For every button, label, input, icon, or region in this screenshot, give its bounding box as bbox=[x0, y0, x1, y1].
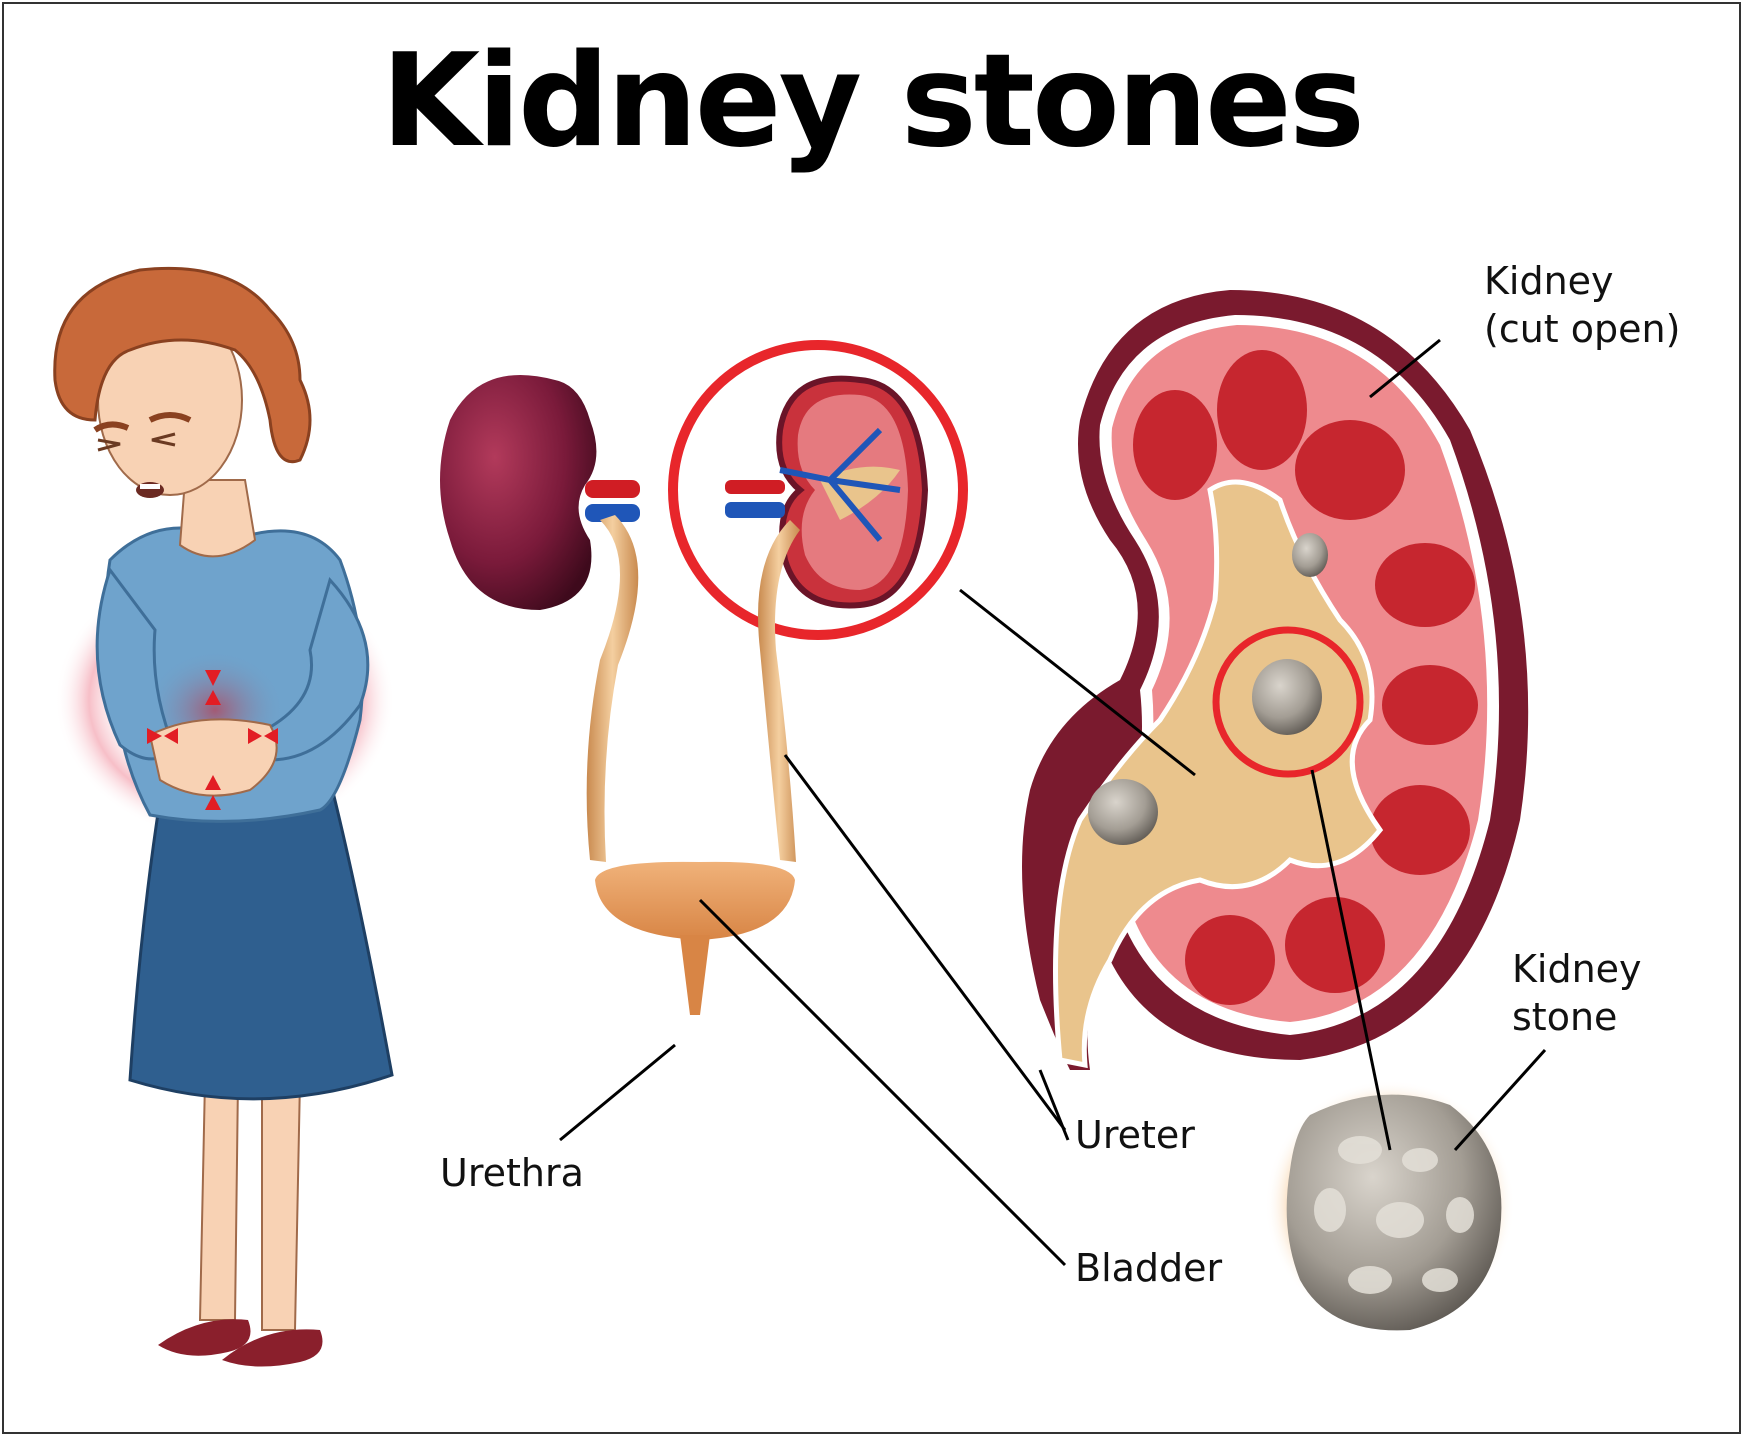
leader-urethra bbox=[559, 1043, 676, 1142]
hands bbox=[148, 718, 278, 797]
stone-small bbox=[1292, 533, 1328, 577]
label-kidney-stone-line1: Kidney bbox=[1512, 947, 1642, 991]
kidney-section-large bbox=[1022, 290, 1529, 1070]
label-bladder: Bladder bbox=[1075, 1246, 1223, 1290]
highlight-circle-small bbox=[1212, 626, 1364, 778]
stone-in-ureter bbox=[1088, 779, 1158, 845]
stone-medium bbox=[1252, 659, 1322, 735]
right-ureter bbox=[758, 520, 800, 862]
kidney-exterior bbox=[440, 375, 640, 862]
kidney-section-small bbox=[668, 340, 968, 862]
kidney-stone-closeup bbox=[1265, 1080, 1515, 1331]
leader-zoom-connector bbox=[959, 588, 1196, 777]
urethra-tube bbox=[680, 935, 710, 1015]
left-ureter bbox=[586, 515, 639, 862]
leader-kidney-cut-open bbox=[1369, 338, 1441, 399]
label-kidney-cut-open: Kidney (cut open) bbox=[1484, 258, 1680, 353]
bladder bbox=[595, 861, 795, 1015]
label-kidney-stone-line2: stone bbox=[1512, 994, 1618, 1039]
page-title: Kidney stones bbox=[380, 27, 1365, 176]
leader-ureter-right bbox=[1038, 1069, 1070, 1141]
leader-lines bbox=[559, 338, 1547, 1267]
pain-arrows bbox=[147, 670, 278, 810]
hair bbox=[53, 266, 312, 463]
label-kidney-cut-open-line2: (cut open) bbox=[1484, 306, 1681, 351]
leader-bladder bbox=[698, 898, 1067, 1267]
leader-kidney-stone bbox=[1453, 1048, 1547, 1152]
renal-pyramids bbox=[1133, 350, 1478, 1005]
skirt bbox=[128, 778, 394, 1101]
label-ureter: Ureter bbox=[1075, 1113, 1195, 1157]
leader-ureter bbox=[783, 754, 1067, 1131]
label-kidney-cut-open-line1: Kidney bbox=[1484, 259, 1614, 303]
label-kidney-stone: Kidney stone bbox=[1512, 946, 1642, 1041]
leader-stone-to-closeup bbox=[1310, 769, 1392, 1151]
woman-in-pain bbox=[53, 266, 395, 1367]
label-urethra: Urethra bbox=[440, 1151, 584, 1195]
